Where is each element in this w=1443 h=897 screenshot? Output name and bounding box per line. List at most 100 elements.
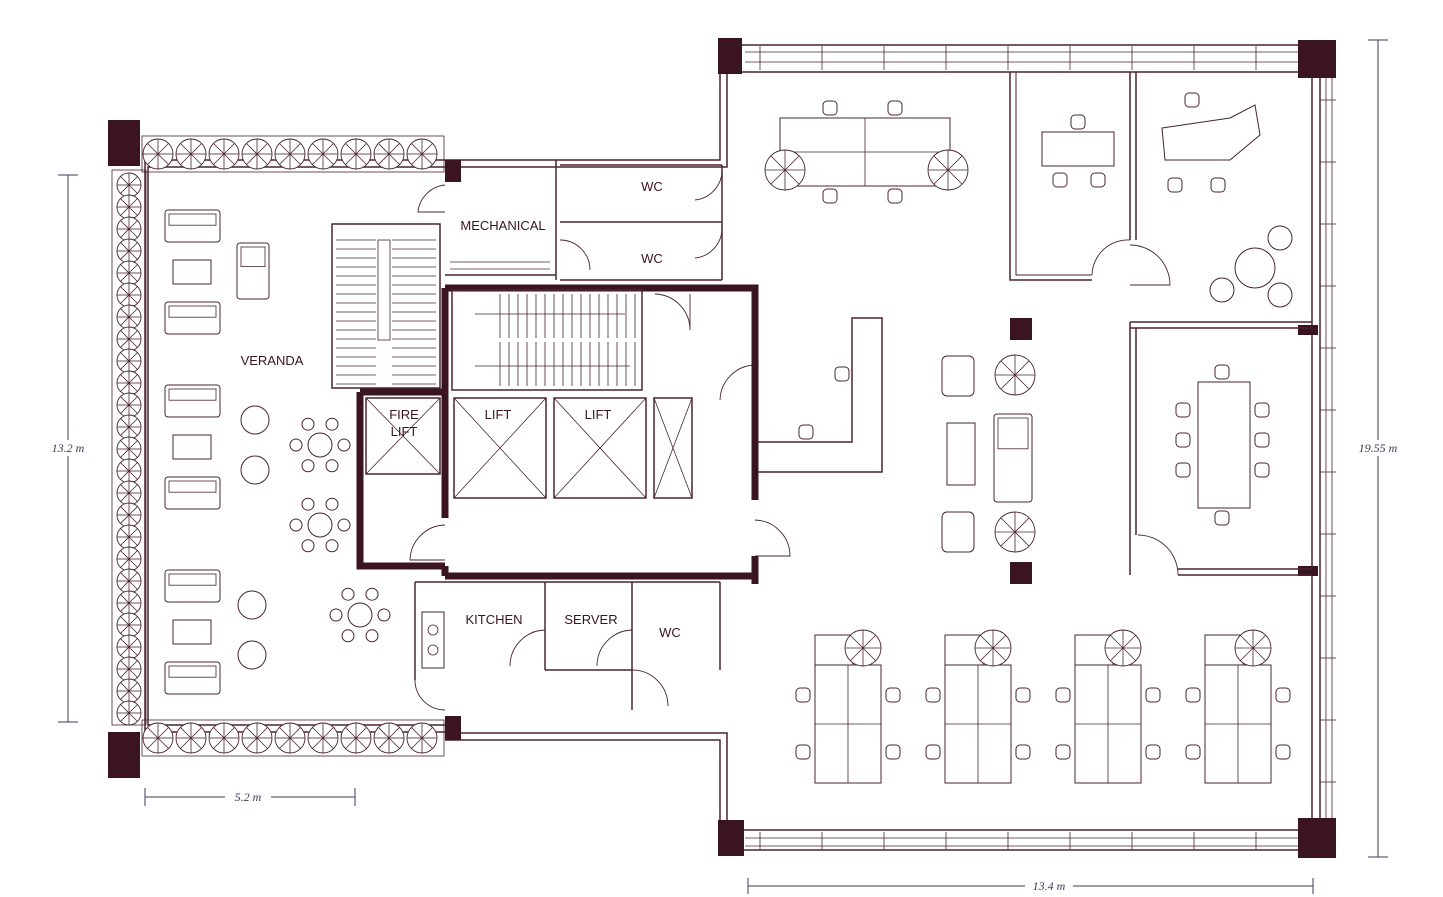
chair (1015, 687, 1031, 703)
planter-bottom (141, 719, 445, 757)
chair (1184, 92, 1200, 108)
armchair (941, 511, 975, 553)
shrub (116, 612, 142, 638)
chair (1214, 510, 1230, 526)
table (946, 422, 976, 486)
shrub (927, 149, 969, 191)
chair (1210, 177, 1226, 193)
label-veranda: VERANDA (241, 353, 304, 368)
shrub (116, 348, 142, 374)
chair (341, 587, 355, 601)
shrub (307, 722, 339, 754)
shrub (116, 172, 142, 198)
label-wc-bottom: WC (659, 625, 681, 640)
chair (365, 587, 379, 601)
chair (1055, 744, 1071, 760)
shrub (116, 524, 142, 550)
sofa (993, 413, 1033, 503)
chair (1254, 402, 1270, 418)
dim-office-width: 13.4 m (1033, 879, 1066, 893)
chair (1254, 432, 1270, 448)
sofa (164, 569, 221, 603)
shrub (116, 502, 142, 528)
chair (1185, 744, 1201, 760)
round-table (347, 602, 373, 628)
shrub (994, 511, 1036, 553)
label-lift-1: LIFT (485, 407, 512, 422)
chair (1214, 364, 1230, 380)
chair (834, 366, 850, 382)
shrub (974, 629, 1012, 667)
shrub (175, 138, 207, 170)
shrub (307, 138, 339, 170)
label-fire-lift-1: FIRE (389, 407, 419, 422)
round-table (1234, 247, 1276, 289)
chair (329, 608, 343, 622)
shrub (116, 370, 142, 396)
lounge-chair (1209, 277, 1235, 303)
chair (1145, 744, 1161, 760)
chair (365, 629, 379, 643)
chair (1070, 114, 1086, 130)
chair (289, 518, 303, 532)
chair (885, 687, 901, 703)
shrub (116, 392, 142, 418)
label-fire-lift-2: LIFT (391, 424, 418, 439)
chair (337, 438, 351, 452)
shrub (142, 138, 174, 170)
table (172, 434, 212, 460)
chair (325, 497, 339, 511)
label-kitchen: KITCHEN (465, 612, 522, 627)
label-wc-top: WC (641, 179, 663, 194)
shrub (116, 656, 142, 682)
shrub (373, 138, 405, 170)
chair (1015, 744, 1031, 760)
shrub (116, 634, 142, 660)
round-table (307, 432, 333, 458)
lounge-chair (1267, 225, 1293, 251)
chair (301, 539, 315, 553)
planter-shrubs (116, 138, 438, 754)
chair (1090, 172, 1106, 188)
chair (377, 608, 391, 622)
chair (925, 744, 941, 760)
label-mechanical: MECHANICAL (460, 218, 545, 233)
sofa (164, 476, 221, 510)
shrub (241, 138, 273, 170)
shrub (116, 568, 142, 594)
shrub (994, 354, 1036, 396)
shrub (844, 629, 882, 667)
chair (822, 100, 838, 116)
shrub (340, 138, 372, 170)
chair (325, 539, 339, 553)
chair (885, 744, 901, 760)
sofa (164, 661, 221, 695)
chair (337, 518, 351, 532)
armchair (941, 355, 975, 397)
shrub (274, 138, 306, 170)
chair (289, 438, 303, 452)
dim-right-height: 19.55 m (1359, 441, 1398, 455)
shrub (406, 138, 438, 170)
lounge-chair (240, 405, 270, 435)
chair (1275, 744, 1291, 760)
stair-rail (377, 239, 391, 341)
shrub (340, 722, 372, 754)
label-lift-2: LIFT (585, 407, 612, 422)
shrub (116, 326, 142, 352)
shrub (1104, 629, 1142, 667)
planter-top (141, 135, 445, 173)
lounge-chair (237, 590, 267, 620)
shrub (116, 194, 142, 220)
shrub (116, 238, 142, 264)
sofa (164, 209, 221, 243)
chair (925, 687, 941, 703)
shrub (116, 414, 142, 440)
chair (822, 188, 838, 204)
shrub (406, 722, 438, 754)
shrub (1234, 629, 1272, 667)
lounge-chair (1267, 282, 1293, 308)
stair-treads (336, 239, 636, 386)
chair (325, 459, 339, 473)
